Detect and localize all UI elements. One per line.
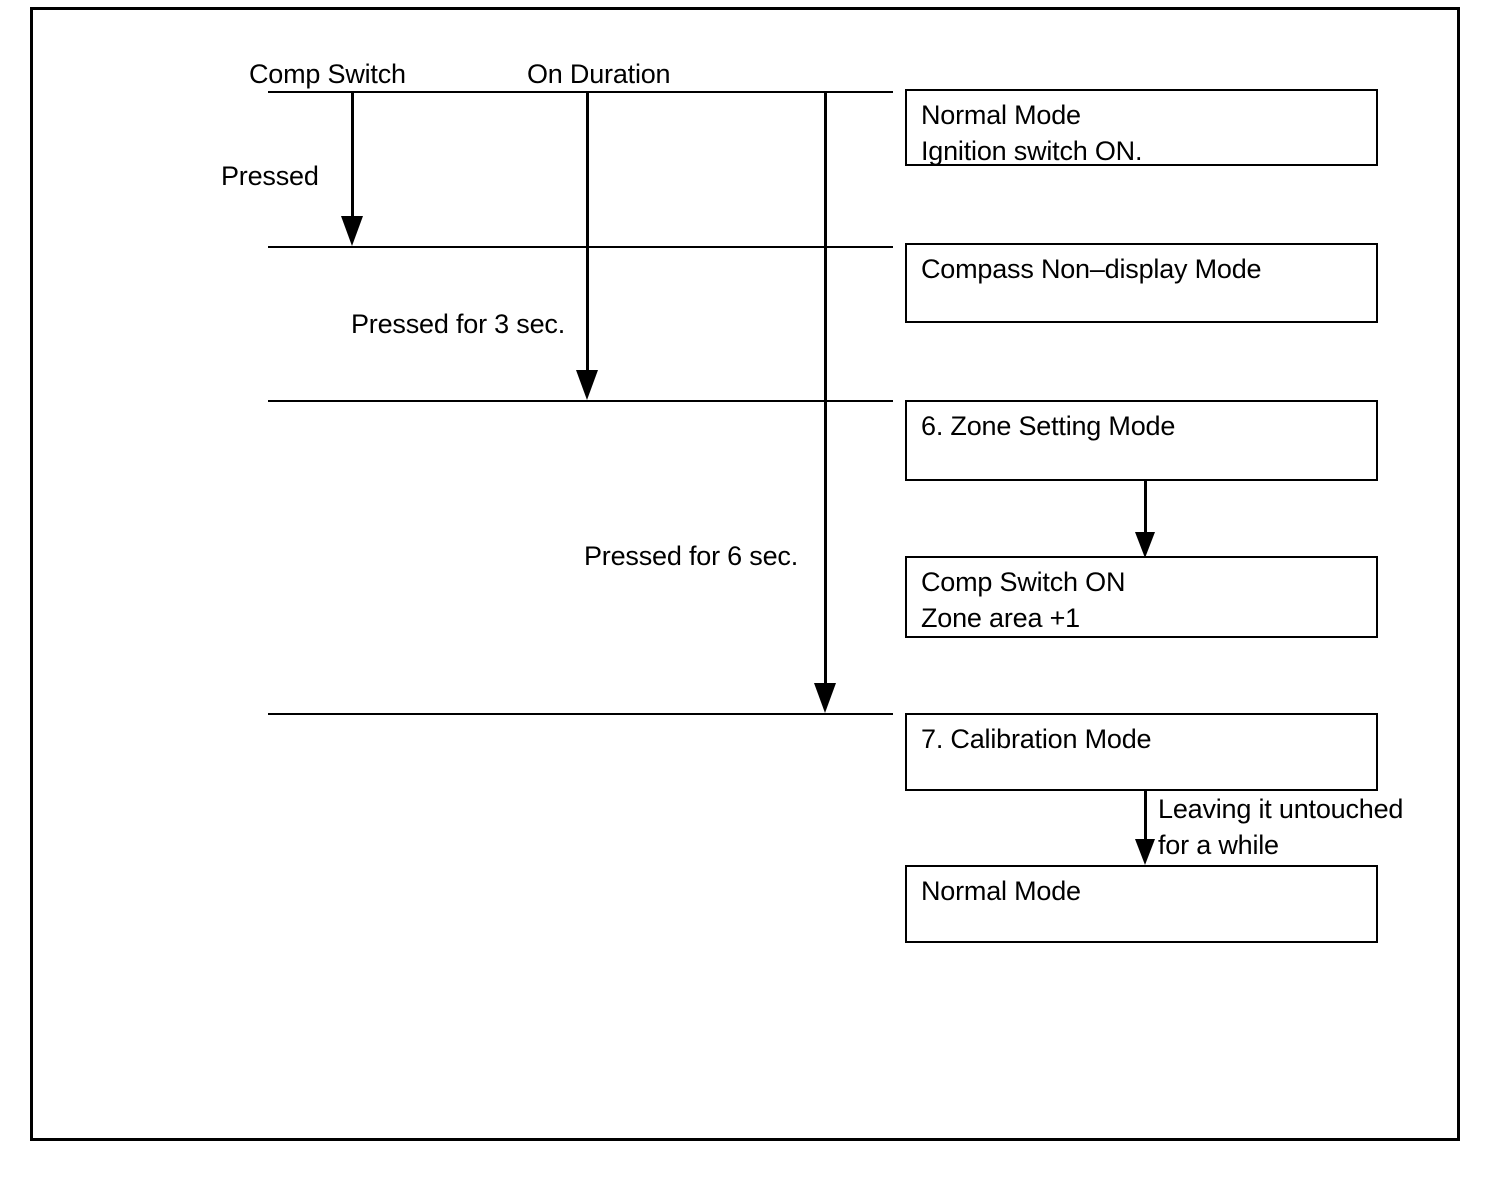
- label-pressed: Pressed: [221, 161, 319, 191]
- arrowhead-3sec-icon: [576, 370, 598, 400]
- mode-box-normal-mode-ignition: Normal Mode Ignition switch ON.: [905, 89, 1378, 166]
- mode-box-line-1: 7. Calibration Mode: [921, 724, 1152, 754]
- label-pressed-3-sec: Pressed for 3 sec.: [351, 309, 565, 339]
- label-pressed-6-sec: Pressed for 6 sec.: [584, 541, 798, 571]
- mode-box-line-1: Comp Switch ON: [921, 567, 1126, 597]
- mode-box-normal-mode-final: Normal Mode: [905, 865, 1378, 943]
- timeline-spine-3sec: [586, 91, 589, 371]
- timeline-spine-6sec: [824, 91, 827, 684]
- arrowhead-pressed-icon: [341, 216, 363, 246]
- timeline-spine-pressed: [351, 91, 354, 217]
- mode-box-line-1: Compass Non–display Mode: [921, 254, 1262, 284]
- label-on-duration: On Duration: [527, 59, 671, 89]
- mode-box-zone-setting: 6. Zone Setting Mode: [905, 400, 1378, 481]
- label-leaving-untouched-line-2: for a while: [1158, 830, 1279, 860]
- divider-stage-2: [268, 400, 893, 402]
- label-leaving-untouched-line-1: Leaving it untouched: [1158, 794, 1404, 824]
- arrowhead-6sec-icon: [814, 683, 836, 713]
- connector-calibration-to-normal: [1144, 791, 1147, 843]
- outer-frame-border: Comp Switch On Duration Pressed Pressed …: [30, 7, 1460, 1141]
- mode-box-compass-non-display: Compass Non–display Mode: [905, 243, 1378, 323]
- mode-box-line-1: Normal Mode: [921, 100, 1081, 130]
- connector-zone-to-compswitch: [1144, 481, 1147, 533]
- mode-box-line-1: 6. Zone Setting Mode: [921, 411, 1176, 441]
- divider-stage-3: [268, 713, 893, 715]
- arrowhead-calibration-to-normal-icon: [1135, 839, 1155, 865]
- mode-box-line-1: Normal Mode: [921, 876, 1081, 906]
- mode-box-line-2: Ignition switch ON.: [921, 136, 1143, 166]
- mode-box-calibration: 7. Calibration Mode: [905, 713, 1378, 791]
- mode-box-comp-switch-on: Comp Switch ON Zone area +1: [905, 556, 1378, 638]
- arrowhead-zone-to-compswitch-icon: [1135, 532, 1155, 558]
- label-comp-switch: Comp Switch: [249, 59, 406, 89]
- divider-stage-1: [268, 246, 893, 248]
- mode-box-line-2: Zone area +1: [921, 603, 1080, 633]
- divider-stage-0: [268, 91, 893, 93]
